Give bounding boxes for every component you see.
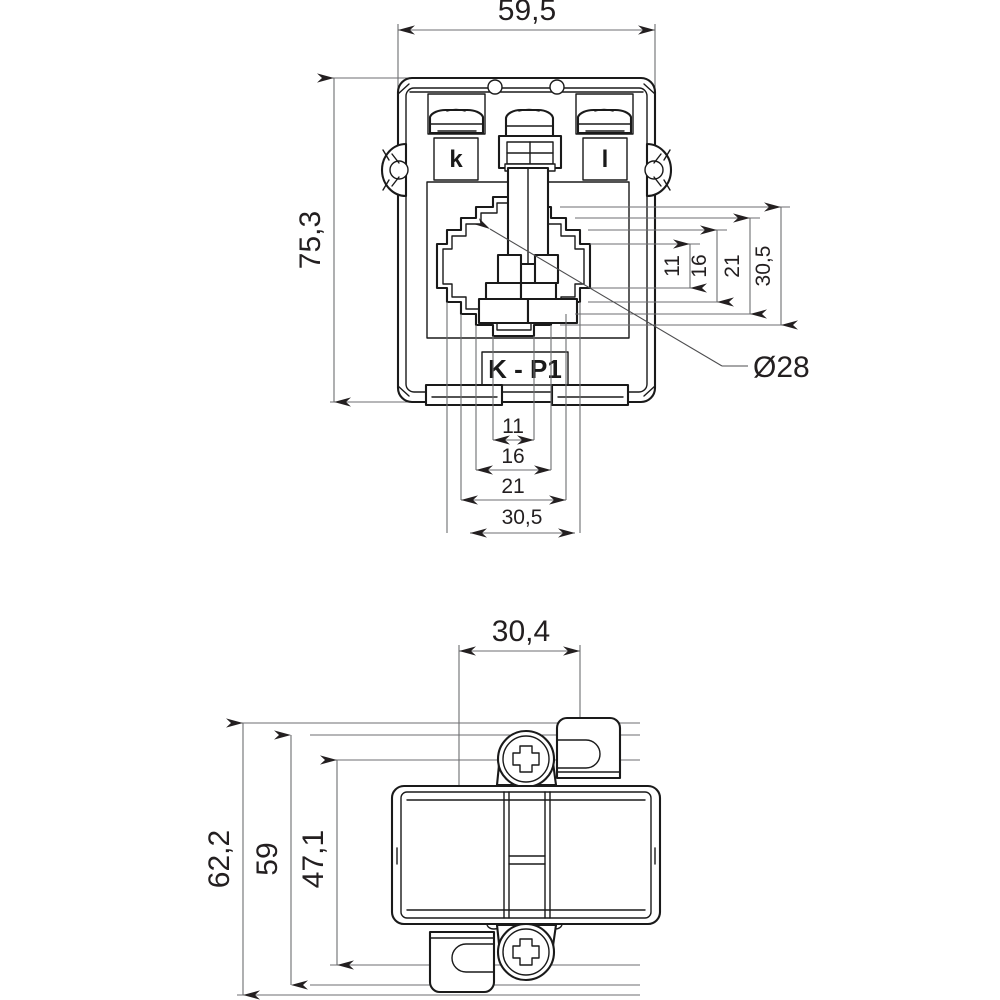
dimension-width-59-5: 59,5	[398, 0, 655, 35]
mounting-bracket-top	[555, 716, 622, 780]
dimension-value-v21: 21	[721, 254, 744, 277]
dimension-value-v11: 11	[661, 255, 684, 277]
side-body	[390, 784, 662, 930]
screw-bottom	[495, 922, 558, 982]
dimension-vertical-steps: 11 16 21 30,5	[560, 202, 798, 330]
dimension-value-h16: 16	[501, 445, 524, 468]
dimension-value-h59: 59	[251, 842, 284, 875]
dimension-height-62-2: 62,2	[203, 718, 260, 1000]
dimension-value-h622: 62,2	[203, 830, 236, 888]
primary-busbar	[506, 166, 550, 266]
terminal-block-k	[427, 93, 486, 135]
label-terminal-l: l	[602, 146, 609, 173]
dimension-value-h11: 11	[502, 415, 524, 438]
dimension-horizontal-steps: 11 16 21 30,5	[446, 302, 581, 538]
dimension-depth-30-4: 30,4	[459, 615, 580, 656]
dimension-height-59: 59	[251, 730, 308, 990]
label-primary-marking: K - P1	[488, 354, 562, 384]
mounting-ear-left	[380, 142, 409, 198]
label-terminal-k: k	[449, 146, 463, 173]
marking-box-k: k	[433, 137, 479, 181]
dimension-value-bore: Ø28	[753, 351, 810, 384]
dimension-height-47-1: 47,1	[297, 755, 354, 970]
top-vent-holes	[487, 79, 565, 95]
marking-box-kp1: K - P1	[481, 351, 569, 386]
dimension-height-75-3: 75,3	[294, 73, 351, 407]
dimension-value-h21: 21	[501, 475, 524, 498]
dimension-value-h471: 47,1	[297, 830, 330, 888]
terminal-block-l	[575, 93, 634, 135]
dimension-bore-diameter: Ø28	[475, 218, 810, 384]
dimension-value-width: 59,5	[498, 0, 556, 27]
dimension-value-v16: 16	[688, 254, 711, 277]
front-view: k l	[294, 0, 810, 538]
dimension-value-v305: 30,5	[752, 246, 775, 287]
bore-center-blocks	[477, 253, 579, 325]
dimension-value-depth: 30,4	[492, 615, 550, 648]
dimension-value-height: 75,3	[294, 211, 327, 269]
dimension-value-h305: 30,5	[502, 506, 543, 529]
mounting-bracket-bottom	[428, 930, 496, 994]
mounting-ear-right	[644, 142, 673, 198]
center-terminal	[497, 108, 563, 172]
marking-box-l: l	[582, 137, 628, 181]
screw-top	[495, 729, 558, 789]
bottom-mounting-feet	[424, 383, 630, 407]
side-view: 30,4 62,2 59 47,1	[203, 615, 662, 1000]
